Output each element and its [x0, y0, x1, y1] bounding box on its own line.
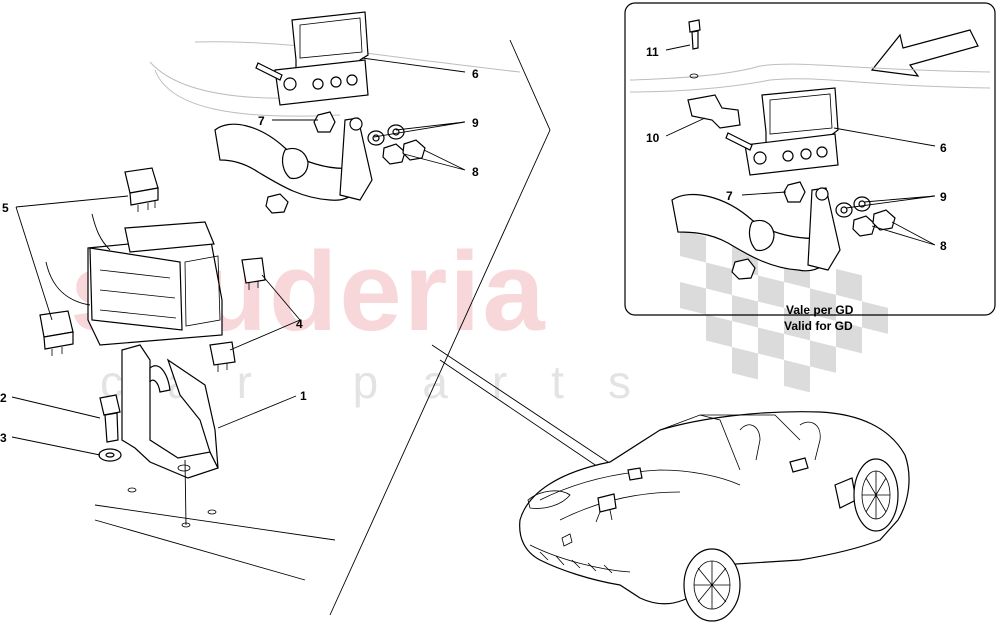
callout-1: 1: [300, 389, 307, 403]
watermark: scuderia car parts: [70, 229, 888, 408]
inset-callout-8: 8: [940, 239, 947, 253]
mounting-bracket-assembly: [98, 344, 219, 528]
callout-7: 7: [258, 114, 265, 128]
callout-6: 6: [472, 67, 479, 81]
inset-note-line2: Valid for GD: [784, 319, 853, 333]
callout-2: 2: [0, 391, 7, 405]
inset-callout-11: 11: [646, 45, 659, 59]
callout-4: 4: [296, 317, 303, 331]
relay-bracket-assembly: [214, 11, 426, 214]
callout-3: 3: [0, 431, 7, 445]
fuse-box-assembly: [39, 167, 266, 372]
main-callouts: 1 2 3 4 5 6 7 8 9: [0, 67, 479, 445]
leader-lines: [11, 57, 466, 456]
inset-callout-7: 7: [726, 189, 733, 203]
callout-8: 8: [472, 165, 479, 179]
inset-panel: [624, 2, 996, 316]
inset-callout-9: 9: [940, 190, 947, 204]
callout-9: 9: [472, 116, 479, 130]
inset-callouts: 6 7 8 9 10 11: [646, 45, 947, 253]
car-illustration: [519, 411, 910, 622]
inset-callout-6: 6: [940, 141, 947, 155]
body-panel-outline: [94, 41, 521, 581]
zoom-lines: [329, 39, 621, 616]
direction-arrow-icon: [870, 29, 979, 77]
inset-callout-10: 10: [646, 131, 660, 145]
inset-frame: [624, 2, 996, 316]
inset-note-line1: Vale per GD: [786, 303, 854, 317]
callout-5: 5: [2, 201, 9, 215]
inset-note: Vale per GD Valid for GD: [784, 303, 854, 333]
checkered-flag-logo: [680, 230, 888, 393]
